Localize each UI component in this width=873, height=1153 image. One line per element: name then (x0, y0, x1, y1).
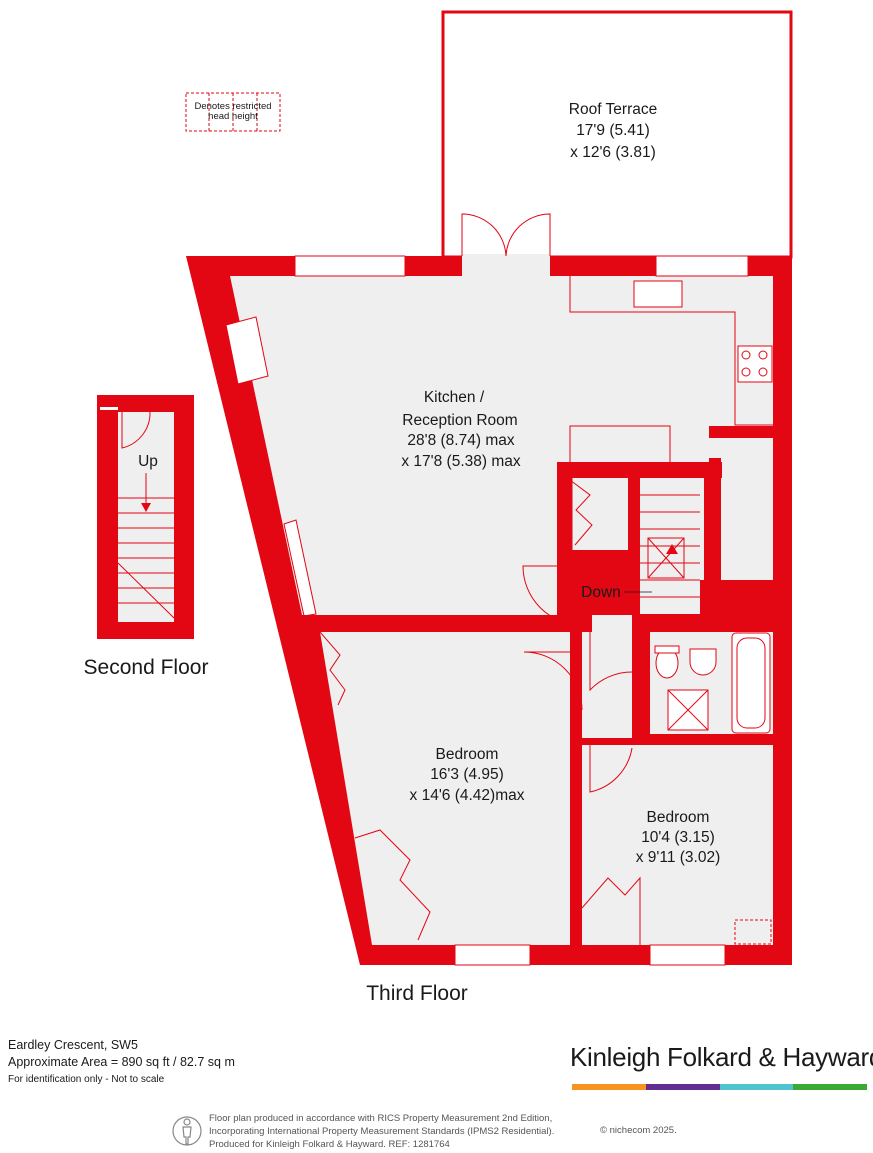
internal-wall (632, 615, 773, 632)
window (454, 944, 531, 966)
kitchen-dimension: 28'8 (8.74) max (407, 432, 514, 449)
bedroom2-dimension: 10'4 (3.15) (641, 829, 715, 846)
bedroom2-floor (582, 745, 773, 945)
copyright: © nichecom 2025. (600, 1125, 677, 1136)
internal-wall (628, 478, 640, 550)
legend: Denotes restricted head height (185, 92, 281, 132)
kitchen-label: Kitchen / (424, 389, 485, 406)
stairs-up-label: Up (138, 453, 158, 470)
legend-text: head height (208, 111, 258, 122)
internal-wall (302, 615, 592, 632)
approximate-area: Approximate Area = 890 sq ft / 82.7 sq m (8, 1055, 235, 1069)
bedroom1-floor (320, 632, 570, 945)
stair-arrow-icon (666, 544, 678, 554)
small-print-line: Incorporating International Property Mea… (209, 1126, 555, 1137)
small-print-line: Produced for Kinleigh Folkard & Hayward.… (209, 1139, 450, 1150)
brand-logo: Kinleigh Folkard & Hayward (570, 1042, 873, 1072)
internal-wall (709, 458, 721, 580)
kitchen-counter (569, 276, 773, 426)
kitchen-floor (230, 276, 773, 615)
basin (689, 648, 717, 676)
roof-terrace-dimension: x 12'6 (3.81) (570, 144, 656, 161)
second-floor-stair-floor (118, 412, 174, 622)
bedroom1-dimension: x 14'6 (4.42)max (410, 787, 525, 804)
stairs-down (640, 494, 700, 598)
internal-wall (700, 580, 773, 615)
second-floor-label: Second Floor (84, 656, 209, 679)
measurement-note: Floor plan produced in accordance with R… (209, 1112, 554, 1151)
landing-floor (575, 615, 700, 738)
hob (737, 345, 773, 383)
disclaimer: For identification only - Not to scale (8, 1074, 165, 1085)
bedroom2-dimension: x 9'11 (3.02) (636, 849, 721, 866)
internal-wall (557, 462, 722, 478)
sink (633, 280, 683, 308)
window (649, 944, 726, 966)
restricted-height-area (734, 919, 772, 945)
roof-terrace-dimension: 17'9 (5.41) (576, 122, 650, 139)
bath (731, 632, 771, 734)
brand-color-bar (572, 1084, 867, 1090)
brand-color-green (793, 1084, 867, 1090)
internal-wall (570, 632, 582, 945)
brand-color-teal (719, 1084, 794, 1090)
window (655, 255, 749, 277)
small-print-line: Floor plan produced in accordance with R… (209, 1113, 553, 1124)
address: Eardley Crescent, SW5 (8, 1038, 138, 1052)
roof-terrace-outline (441, 10, 793, 259)
internal-wall (709, 426, 773, 438)
stair-arrow-icon (141, 503, 151, 512)
third-floor-label: Third Floor (366, 982, 468, 1005)
person-icon (172, 1116, 202, 1146)
kitchen-dimension: x 17'8 (5.38) max (401, 453, 521, 470)
internal-wall (632, 632, 650, 744)
kitchen-label: Reception Room (402, 412, 517, 429)
stairs-down-label: Down (581, 584, 621, 601)
bedroom1-label: Bedroom (436, 746, 499, 763)
legend-text: Denotes restricted (194, 101, 271, 112)
brand-color-purple (645, 1084, 720, 1090)
property-info: Eardley Crescent, SW5 Approximate Area =… (8, 1037, 235, 1088)
window (294, 255, 406, 277)
second-floor-stairs (117, 411, 175, 619)
bedroom1-dimension: 16'3 (4.95) (430, 766, 504, 783)
roof-terrace-label: Roof Terrace (569, 101, 657, 118)
brand-color-orange (572, 1084, 646, 1090)
bedroom2-label: Bedroom (647, 809, 710, 826)
internal-wall (632, 734, 773, 745)
french-door-opening (462, 254, 550, 278)
